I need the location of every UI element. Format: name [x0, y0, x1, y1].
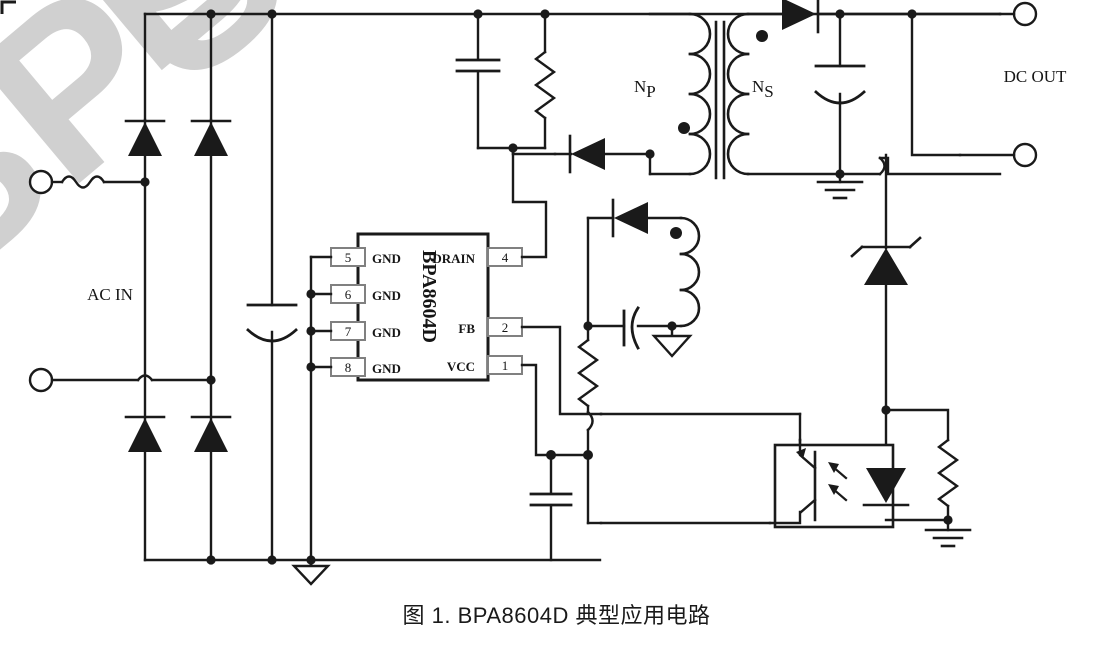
- wire-out-lower-b: [878, 156, 1002, 176]
- diode-bridge-d3: [124, 415, 166, 452]
- ic-pin-4: 4 DRAIN: [432, 247, 523, 267]
- dot-secondary: [756, 30, 768, 42]
- diode-snubber: [553, 134, 605, 174]
- junction-pin8: [306, 362, 316, 372]
- ic-pin-2-label: FB: [458, 321, 475, 336]
- ic-part-label: BPA8604D: [418, 250, 440, 343]
- winding-secondary: [726, 12, 750, 176]
- ic-pin-5-number: 5: [345, 250, 352, 265]
- resistor-vcc: [576, 338, 600, 408]
- ic-pin-7-label: GND: [372, 325, 401, 340]
- winding-aux: [679, 216, 701, 328]
- junction-top-1: [206, 9, 216, 19]
- wire-tvs-to-res: [884, 408, 950, 442]
- ic-pin-8-number: 8: [345, 360, 352, 375]
- crop-mark: [0, 0, 16, 14]
- winding-primary: [688, 12, 712, 176]
- wire-vcc-pin: [520, 363, 553, 457]
- ic-pin-8-label: GND: [372, 361, 401, 376]
- diode-aux: [611, 198, 648, 238]
- junction-bottom-1: [206, 555, 216, 565]
- ic-pin-6: 6 GND: [330, 284, 401, 304]
- ic-pin-1: 1 VCC: [447, 355, 523, 375]
- figure-caption: 图 1. BPA8604D 典型应用电路: [402, 603, 711, 628]
- diode-bridge-d2: [190, 119, 232, 156]
- dot-primary: [678, 122, 690, 134]
- junction-pin6: [306, 289, 316, 299]
- diode-secondary: [782, 0, 820, 34]
- capacitor-aux: [622, 306, 640, 350]
- ic-pin-4-label: DRAIN: [432, 251, 475, 266]
- diode-bridge-d1: [124, 119, 166, 156]
- diode-bridge-d4: [190, 415, 232, 452]
- ground-earth-secondary: [816, 180, 864, 200]
- diode-tvs: [850, 236, 922, 285]
- diode-opto-led: [862, 468, 910, 507]
- ic-body: [356, 232, 490, 382]
- ic-pin-1-number: 1: [502, 358, 509, 373]
- junction-top-2: [267, 9, 277, 19]
- wire-hop-out: [878, 156, 886, 176]
- ground-earth-opto: [924, 528, 972, 548]
- ic-pin-2-number: 2: [502, 320, 509, 335]
- resistor-snubber: [533, 50, 557, 120]
- fuse-symbol: [60, 175, 106, 189]
- ac-terminal-top: [28, 169, 54, 195]
- label-ns: NS: [752, 77, 774, 101]
- junction-pin7: [306, 326, 316, 336]
- wire-drain: [511, 152, 548, 259]
- resistor-bias: [936, 438, 960, 508]
- ic-pin-6-number: 6: [345, 287, 352, 302]
- capacitor-vcc: [529, 492, 573, 507]
- ic-pin-4-number: 4: [502, 250, 509, 265]
- ic-pin-7: 7 GND: [330, 321, 401, 341]
- ic-pin-7-number: 7: [345, 324, 352, 339]
- ac-terminal-bottom: [28, 367, 54, 393]
- ground-triangle-primary: [291, 564, 331, 586]
- wire-dc-bottom-link: [910, 12, 962, 157]
- label-ac-in: AC IN: [87, 285, 133, 304]
- ic-pin-8: 8 GND: [330, 357, 401, 377]
- dc-terminal-top: [1012, 1, 1038, 27]
- dc-terminal-bottom: [1012, 142, 1038, 168]
- wire-fb: [520, 325, 603, 416]
- ic-pin-5: 5 GND: [330, 247, 401, 267]
- opto-light-arrows: [828, 462, 848, 502]
- capacitor-snubber: [455, 58, 501, 73]
- dot-aux: [670, 227, 682, 239]
- ic-pin-1-label: VCC: [447, 359, 475, 374]
- ic-pin-2: 2 FB: [458, 317, 523, 337]
- phototransistor: [768, 438, 817, 525]
- ic-pin-5-label: GND: [372, 251, 401, 266]
- label-np: NP: [634, 77, 656, 101]
- ic-pin-6-label: GND: [372, 288, 401, 303]
- ground-triangle-aux: [651, 334, 693, 358]
- label-dc-out: DC OUT: [1004, 67, 1067, 86]
